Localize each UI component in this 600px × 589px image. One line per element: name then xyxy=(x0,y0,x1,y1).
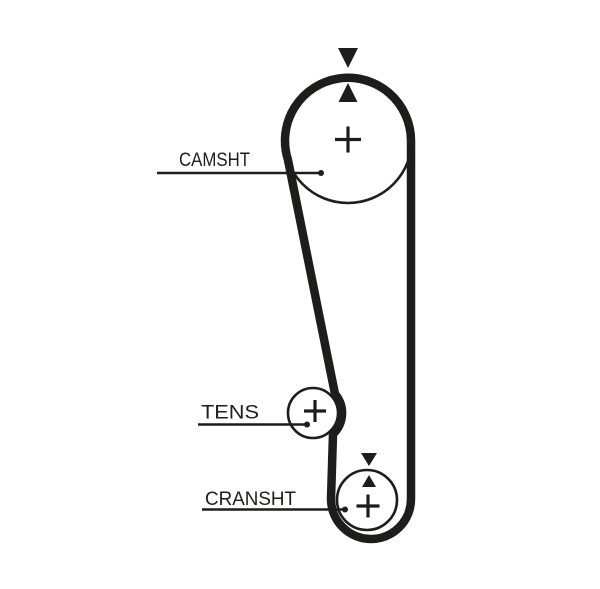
tensioner-leader-dot xyxy=(304,421,310,428)
crankshaft-timing-mark-down-icon xyxy=(361,453,377,466)
camshaft-label: CAMSHT xyxy=(179,149,250,171)
crankshaft-leader-dot xyxy=(342,506,348,513)
crankshaft-timing-mark-up-icon xyxy=(362,475,376,487)
camshaft-timing-mark-down-icon xyxy=(338,48,358,68)
crankshaft-center-cross-icon xyxy=(356,494,380,518)
crankshaft-label: CRANSHT xyxy=(205,488,296,510)
tensioner-center-cross-icon xyxy=(304,400,326,422)
timing-belt xyxy=(280,73,416,544)
camshaft-leader-dot xyxy=(318,170,324,176)
camshaft-timing-mark-up-icon xyxy=(338,83,358,102)
tensioner-label: TENS xyxy=(201,402,259,424)
camshaft-center-cross-icon xyxy=(335,126,361,153)
crankshaft-pulley-circle xyxy=(335,468,399,532)
